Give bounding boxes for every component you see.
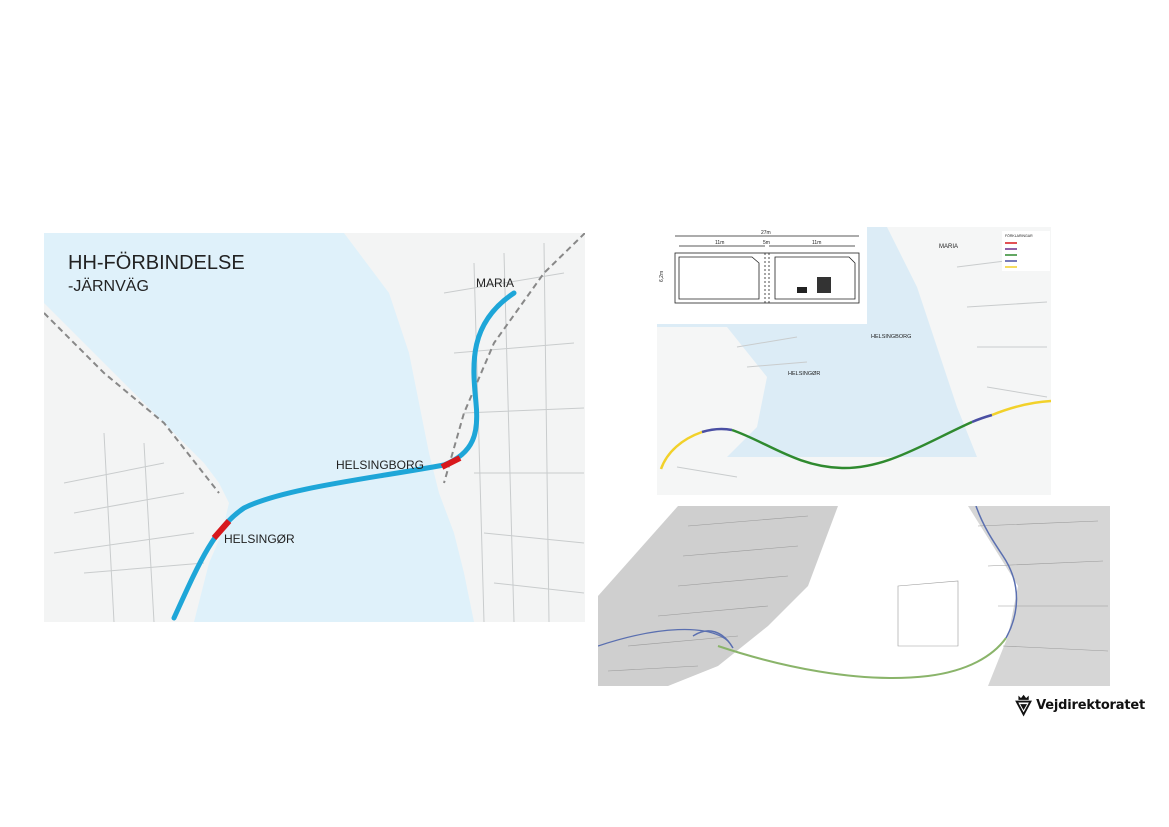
existing-railway [44,233,585,494]
legend-swatches [1005,242,1017,268]
route-yellow-east [991,399,1051,417]
tunnel-portal-helsingborg [440,455,462,470]
route-purple-west [701,427,733,434]
map-title: HH-FÖRBINDELSE [68,252,245,274]
detail-swedish-urban [968,506,1110,686]
tunnel-portal-helsingor [211,519,232,540]
detail-route-blue-east [975,506,1018,639]
map-subtitle: -JÄRNVÄG [68,277,149,295]
label-maria: MARIA [476,276,514,290]
swedish-land [887,227,1051,457]
label-helsingborg: HELSINGBORG [336,458,424,472]
detail-route-canvas [598,506,1110,686]
detail-existing-rail [598,628,729,647]
detail-danish-urban [598,506,838,686]
legend-box [1002,231,1050,271]
swedish-coast-land [344,233,585,622]
route-purple-east [971,413,993,424]
route-green [731,420,973,470]
crown-shield-icon [1015,694,1033,717]
legend-title: FÖRKLARINGAR [1005,234,1033,238]
route-yellow-west [659,430,703,470]
label-helsingor-top: HELSINGØR [788,371,820,377]
detail-route-blue-west [692,630,734,649]
detail-route-map[interactable] [598,506,1110,686]
danish-coast-land [44,303,229,622]
detail-route-green [717,637,1007,679]
main-map-canvas: HH-FÖRBINDELSE -JÄRNVÄG MARIA HELSINGBOR… [44,233,585,622]
label-helsingborg-top: HELSINGBORG [871,334,911,340]
vehicle-icons [797,277,831,293]
cross-section-height: 6,2m [659,271,665,282]
route-overview-canvas: 27m 11m 5m 11m 6,2m FÖRKLARINGAR MARIA H… [657,227,1051,495]
cross-section-center-width: 5m [763,240,770,246]
street-network-top [676,256,1048,478]
cross-section-drawing [674,235,860,304]
danish-land [657,327,767,487]
route-overview-map[interactable]: 27m 11m 5m 11m 6,2m FÖRKLARINGAR MARIA H… [657,227,1051,495]
main-map[interactable]: HH-FÖRBINDELSE -JÄRNVÄG MARIA HELSINGBOR… [44,233,585,622]
street-network [53,242,585,622]
label-helsingor: HELSINGØR [224,532,295,546]
cross-section-total-width: 27m [761,230,771,236]
cross-section-panel [657,227,867,324]
brand-logo: Vejdirektoratet [1015,689,1145,721]
cross-section-left-width: 11m [715,240,724,246]
cross-section-right-width: 11m [812,240,821,246]
label-maria-top: MARIA [939,244,958,250]
detail-street-network [607,515,1109,672]
danish-land-south [657,457,1051,495]
brand-name: Vejdirektoratet [1036,697,1145,713]
